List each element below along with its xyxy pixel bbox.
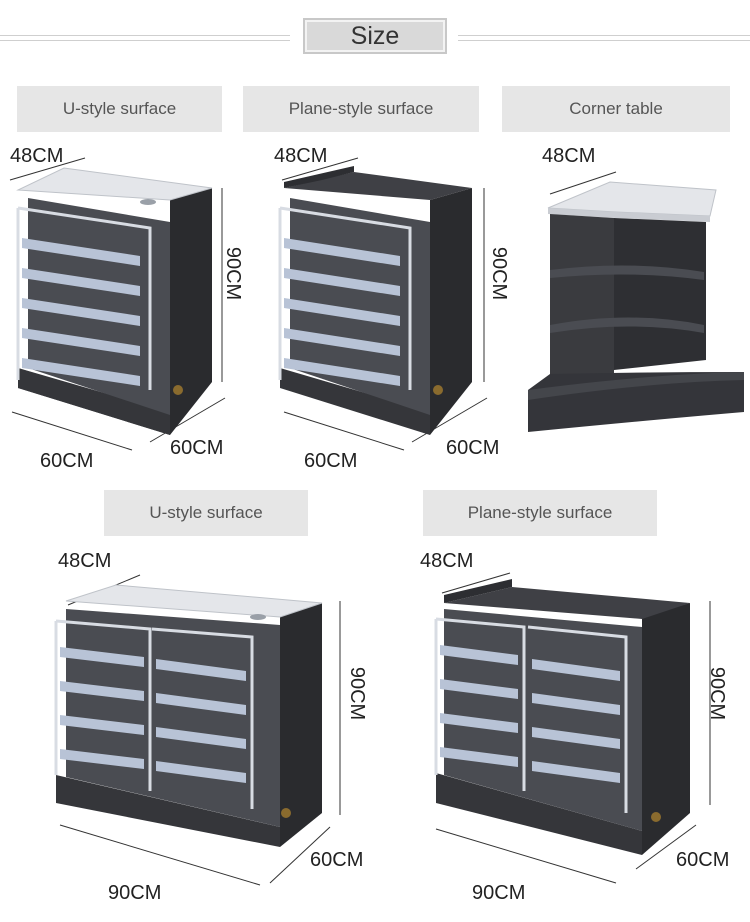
dim-side-4: 60CM	[310, 849, 364, 871]
dim-depth-5: 48CM	[420, 550, 474, 572]
dim-height-5: 90CM	[706, 666, 729, 721]
dim-width-1: 60CM	[40, 450, 94, 472]
dim-depth-1: 48CM	[10, 145, 64, 167]
product-label-2: Plane-style surface	[243, 86, 479, 132]
dim-side-1: 60CM	[170, 437, 224, 459]
dim-depth-3: 48CM	[542, 145, 596, 167]
dim-width-5: 90CM	[472, 882, 526, 904]
dim-depth-4: 48CM	[58, 550, 112, 572]
dim-height-1: 90CM	[222, 246, 245, 301]
dim-height-2: 90CM	[488, 246, 511, 301]
product-label-3: Corner table	[502, 86, 730, 132]
dim-side-5: 60CM	[676, 849, 730, 871]
product-label-1: U-style surface	[17, 86, 222, 132]
title-divider-right	[458, 35, 750, 41]
u-style-cabinet-60-image	[9, 157, 226, 451]
title-divider-left	[0, 35, 290, 41]
u-style-cabinet-90-image	[54, 574, 341, 886]
dim-side-2: 60CM	[446, 437, 500, 459]
dim-depth-2: 48CM	[274, 145, 328, 167]
plane-style-cabinet-90-image	[434, 572, 711, 884]
product-label-5: Plane-style surface	[423, 490, 657, 536]
page-title: Size	[307, 22, 443, 50]
dim-width-4: 90CM	[108, 882, 162, 904]
title-frame: Size	[303, 18, 447, 54]
section-title-bar: Size	[0, 18, 750, 58]
corner-table-image	[528, 171, 744, 432]
plane-style-cabinet-60-image	[278, 157, 488, 451]
dim-width-2: 60CM	[304, 450, 358, 472]
product-label-4: U-style surface	[104, 490, 308, 536]
dim-height-4: 90CM	[346, 666, 369, 721]
